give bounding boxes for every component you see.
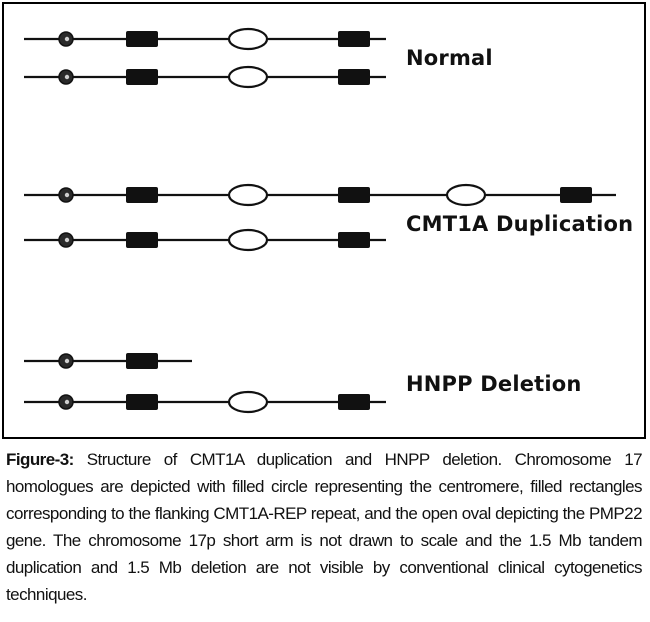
label-normal: Normal [406,46,493,70]
pmp22-oval [227,27,269,51]
cmt1a-rep-rectangle [126,31,158,47]
label-hnpp-deletion: HNPP Deletion [406,372,582,396]
cmt1a-rep-rectangle [126,232,158,248]
cmt1a-rep-rectangle [126,394,158,410]
caption-label: Figure-3: [6,450,74,469]
cmt1a-rep-rectangle [338,187,370,203]
cmt1a-rep-rectangle [126,69,158,85]
centromere-highlight [64,237,70,243]
cmt1a-rep-rectangle [338,232,370,248]
cmt1a-rep-rectangle [338,31,370,47]
figure-panel: Normal CMT1A Duplication HNPP Deletion [2,2,646,439]
caption-text: Structure of CMT1A duplication and HNPP … [6,450,643,604]
centromere-highlight [64,399,70,405]
chromosome-diagram [24,27,616,414]
label-cmt1a-duplication: CMT1A Duplication [406,212,634,236]
cmt1a-rep-rectangle [338,394,370,410]
centromere-highlight [64,192,70,198]
cmt1a-rep-rectangle [338,69,370,85]
cmt1a-rep-rectangle [126,353,158,369]
pmp22-oval [227,183,269,207]
pmp22-oval [227,228,269,252]
pmp22-oval [227,390,269,414]
centromere-highlight [64,358,70,364]
pmp22-oval [445,183,487,207]
figure-caption: Figure-3: Structure of CMT1A duplication… [6,446,643,608]
pmp22-oval [227,65,269,89]
centromere-highlight [64,36,70,42]
cmt1a-rep-rectangle [126,187,158,203]
cmt1a-rep-rectangle [560,187,592,203]
centromere-highlight [64,74,70,80]
